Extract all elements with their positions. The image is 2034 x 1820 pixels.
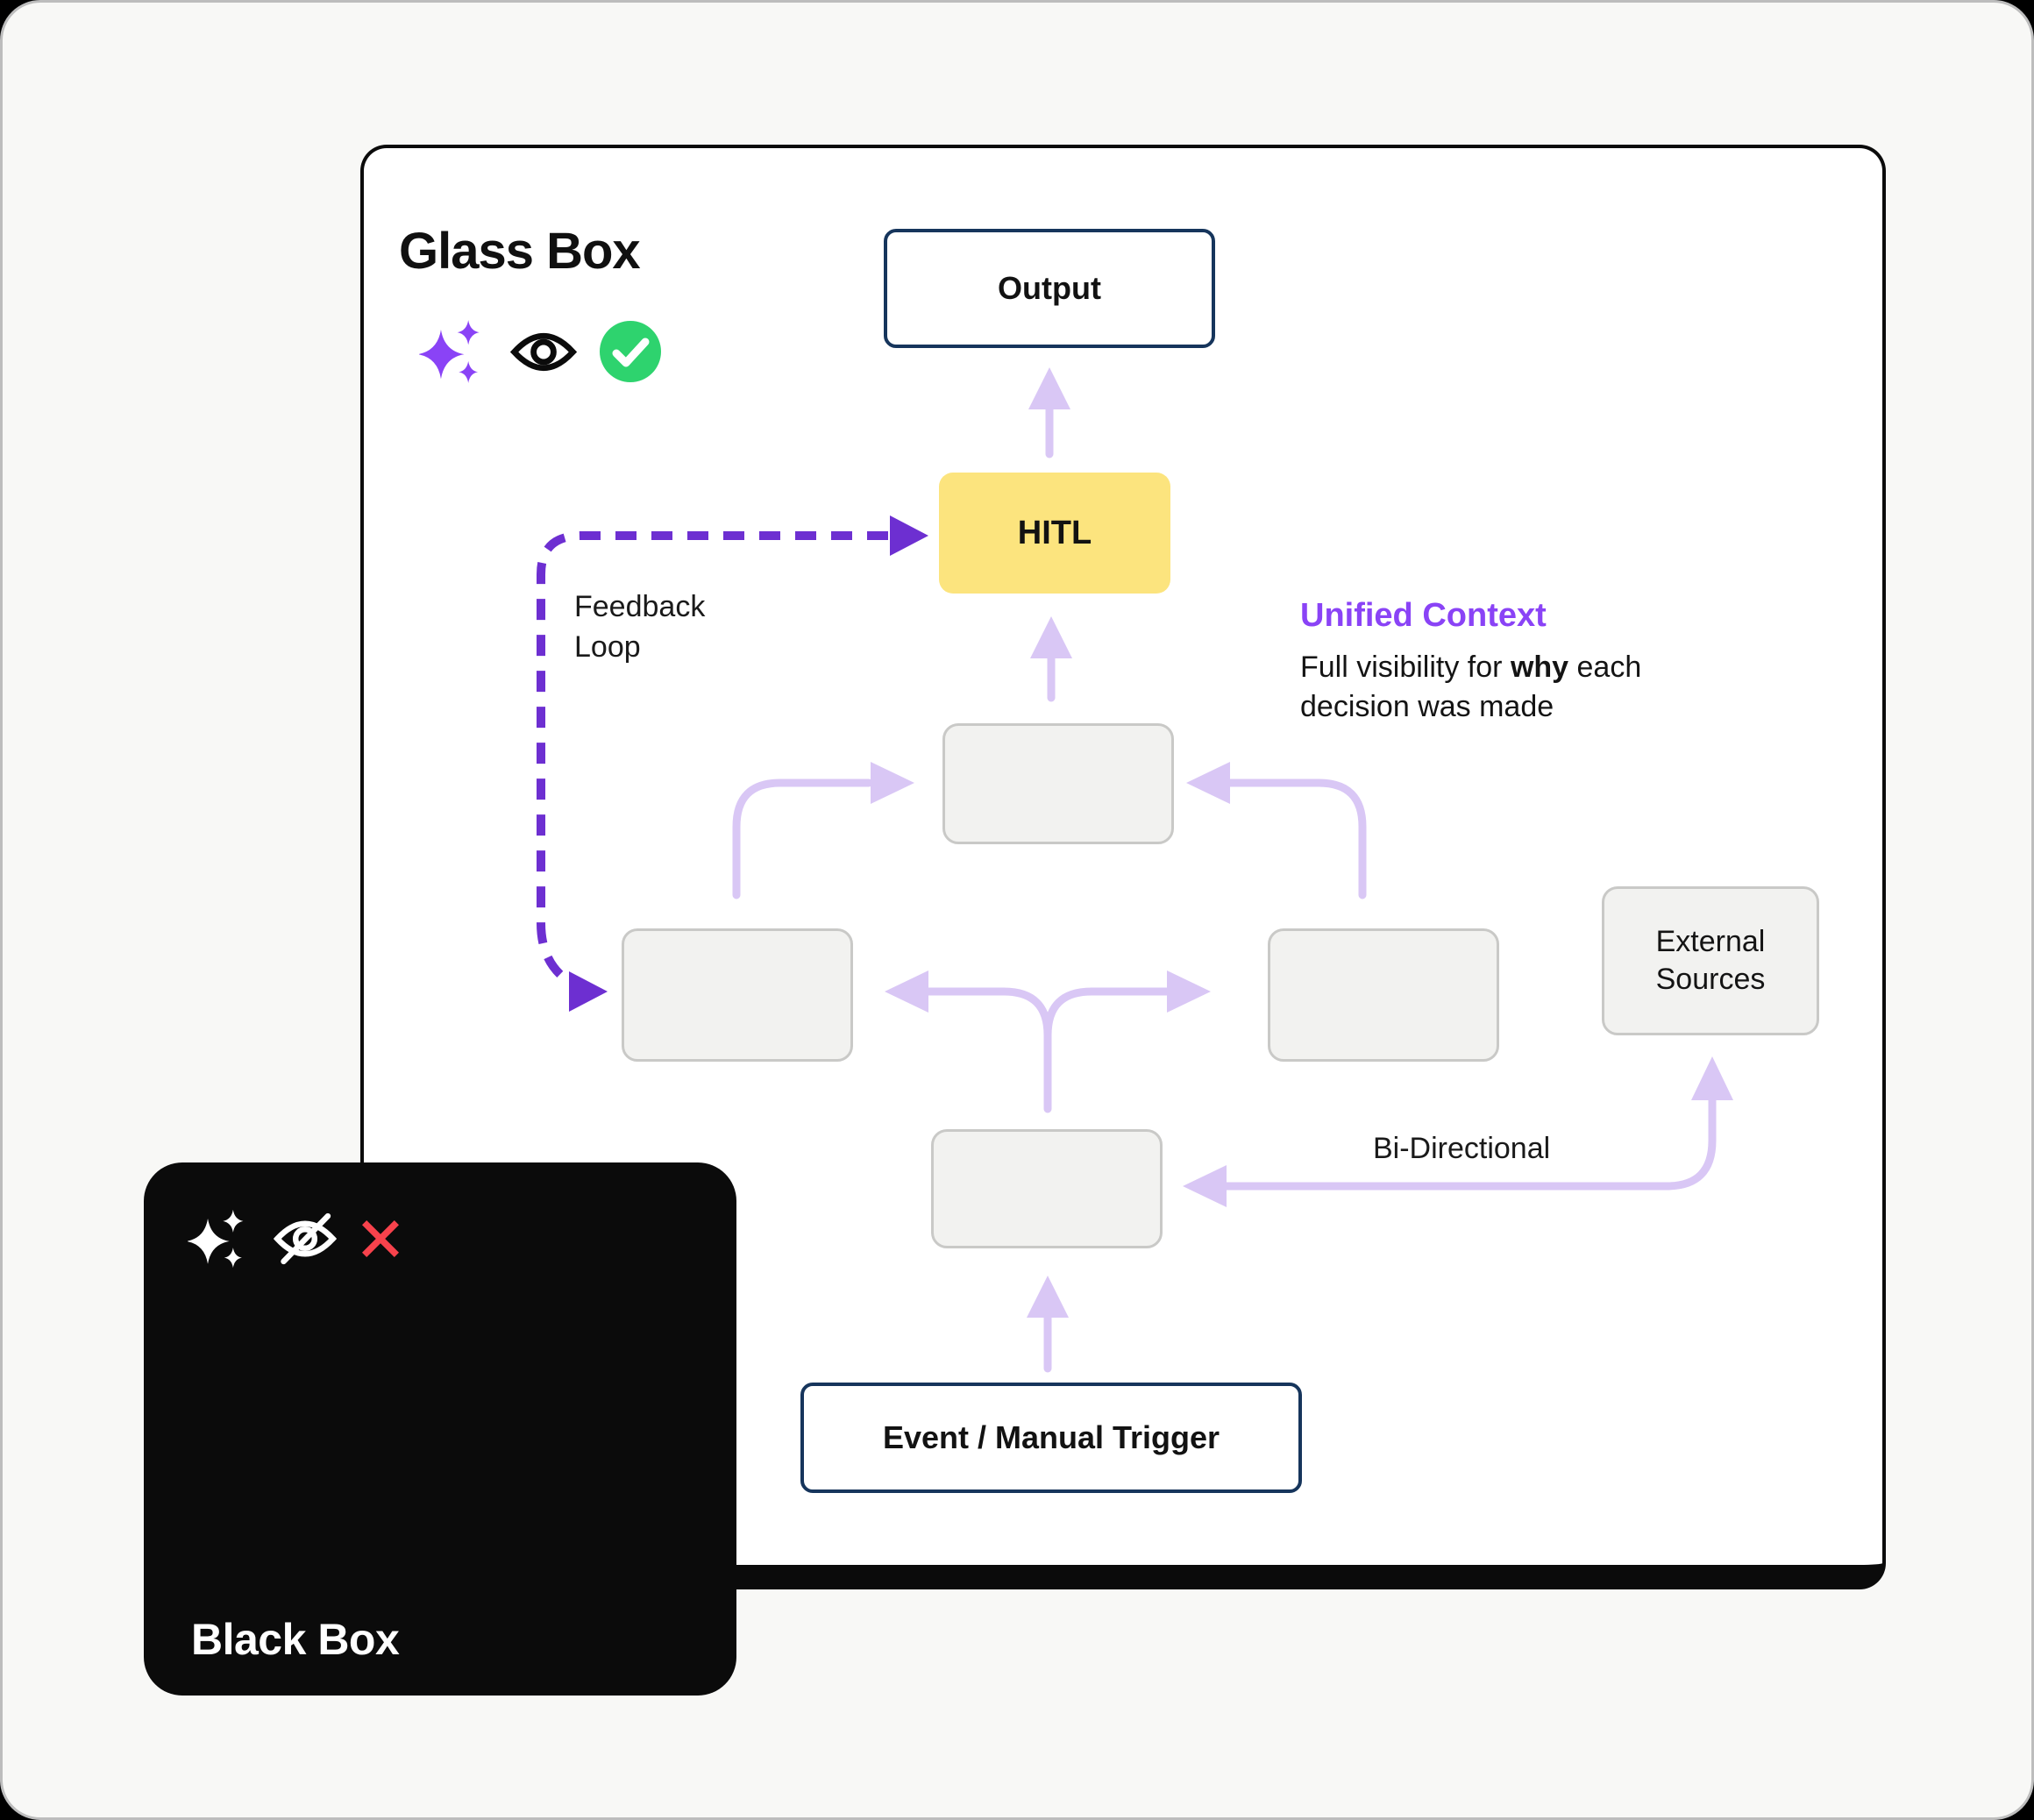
black-box-icon-row [188, 1206, 402, 1271]
node-agent-left [622, 928, 853, 1062]
node-agent-bottom [931, 1129, 1163, 1248]
unified-context-text-post: each decision was made [1300, 651, 1642, 723]
x-icon [361, 1219, 400, 1258]
glass-box-icon-row [419, 314, 661, 389]
node-event-trigger: Event / Manual Trigger [800, 1383, 1302, 1493]
node-output: Output [884, 229, 1215, 348]
node-event-trigger-label: Event / Manual Trigger [882, 1419, 1220, 1455]
feedback-loop-label: Feedback Loop [574, 590, 706, 664]
node-agent-right [1268, 928, 1499, 1062]
check-circle-icon [600, 321, 661, 382]
black-box-title: Black Box [191, 1615, 400, 1664]
black-box-card: Black Box [144, 1162, 736, 1696]
eye-off-icon [274, 1212, 337, 1265]
unified-context-text-bold: why [1510, 651, 1569, 684]
node-agent-top [942, 723, 1174, 844]
unified-context-text-pre: Full visibility for [1300, 651, 1511, 684]
sparkles-icon [188, 1209, 244, 1269]
sparkles-icon [419, 320, 480, 383]
node-external-sources-label: External Sources [1655, 925, 1766, 996]
unified-context-title: Unified Context [1300, 597, 1547, 634]
node-hitl: HITL [939, 473, 1170, 594]
eye-icon [510, 332, 577, 371]
glass-box-title: Glass Box [399, 223, 641, 280]
unified-context-body: Full visibility for why each decision wa… [1300, 648, 1644, 727]
node-hitl-label: HITL [1017, 514, 1092, 551]
node-external-sources: External Sources [1602, 886, 1819, 1035]
bi-directional-label: Bi-Directional [1373, 1132, 1551, 1165]
node-output-label: Output [998, 270, 1101, 306]
